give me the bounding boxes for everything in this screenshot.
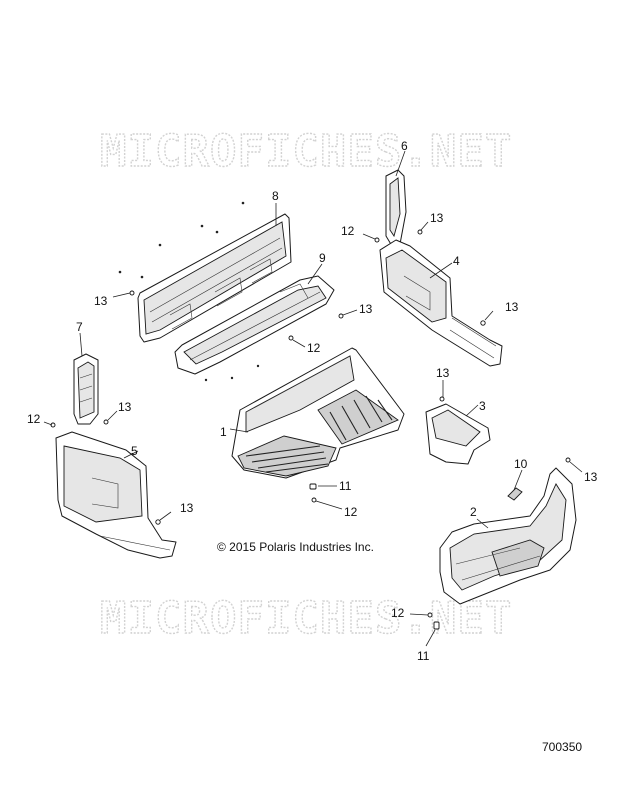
floor-grid-right [329, 395, 393, 441]
part-8-rear-panel [118, 201, 292, 343]
watermark-top: MICROFICHES.NET [100, 126, 512, 177]
callout-13-f: 13 [118, 400, 132, 414]
part-10-clip [507, 487, 523, 501]
part-3-bracket [425, 403, 491, 465]
fastener-12-e [427, 612, 433, 618]
callout-13-h: 13 [180, 501, 194, 515]
part-1-cargo-floor [231, 347, 405, 479]
callout-12-a: 12 [341, 224, 355, 238]
callout-2: 2 [470, 505, 477, 519]
callout-12-b: 12 [307, 341, 321, 355]
floor-grid-left [245, 445, 329, 473]
fastener-12-d [311, 497, 317, 503]
fastener-12-a [374, 237, 380, 243]
fastener-12-b [288, 335, 294, 341]
part-6-upper-trim [385, 169, 407, 247]
callout-12-c: 12 [27, 412, 41, 426]
fastener-13-f [103, 419, 109, 425]
fastener-11-a [309, 483, 317, 490]
fastener-13-b [129, 290, 135, 296]
callout-13-d: 13 [505, 300, 519, 314]
fastener-11-b [433, 621, 440, 630]
fastener-13-g [565, 457, 571, 463]
part-2-fender [439, 467, 577, 605]
callout-13-a: 13 [430, 211, 444, 225]
callout-13-e: 13 [436, 366, 450, 380]
part-4-right-side-panel [379, 239, 503, 367]
fastener-13-a [417, 229, 423, 235]
part-9-cross-member [174, 275, 335, 382]
fastener-13-c [338, 313, 344, 319]
callout-9: 9 [319, 251, 326, 265]
callout-8: 8 [272, 189, 279, 203]
callout-12-e: 12 [391, 606, 405, 620]
callout-12-d: 12 [344, 505, 358, 519]
callout-11-a: 11 [339, 479, 352, 493]
callout-13-c: 13 [359, 302, 373, 316]
callout-7: 7 [76, 320, 83, 334]
callout-10: 10 [514, 457, 528, 471]
callout-6: 6 [401, 139, 408, 153]
callout-3: 3 [479, 399, 486, 413]
callout-11-b: 11 [417, 649, 430, 663]
callout-13-b: 13 [94, 294, 108, 308]
callout-5: 5 [131, 444, 138, 458]
part-7-left-trim [73, 353, 99, 425]
callout-1: 1 [220, 425, 227, 439]
document-number: 700350 [542, 740, 582, 754]
leader-lines [43, 150, 583, 647]
fastener-13-e [439, 396, 445, 402]
part-5-left-side-panel [55, 431, 177, 559]
fastener-13-h [155, 519, 161, 525]
fastener-13-d [480, 320, 486, 326]
watermark-bottom: MICROFICHES.NET [100, 593, 512, 644]
copyright-notice: © 2015 Polaris Industries Inc. [217, 540, 374, 554]
callout-13-g: 13 [584, 470, 598, 484]
callout-4: 4 [453, 254, 460, 268]
